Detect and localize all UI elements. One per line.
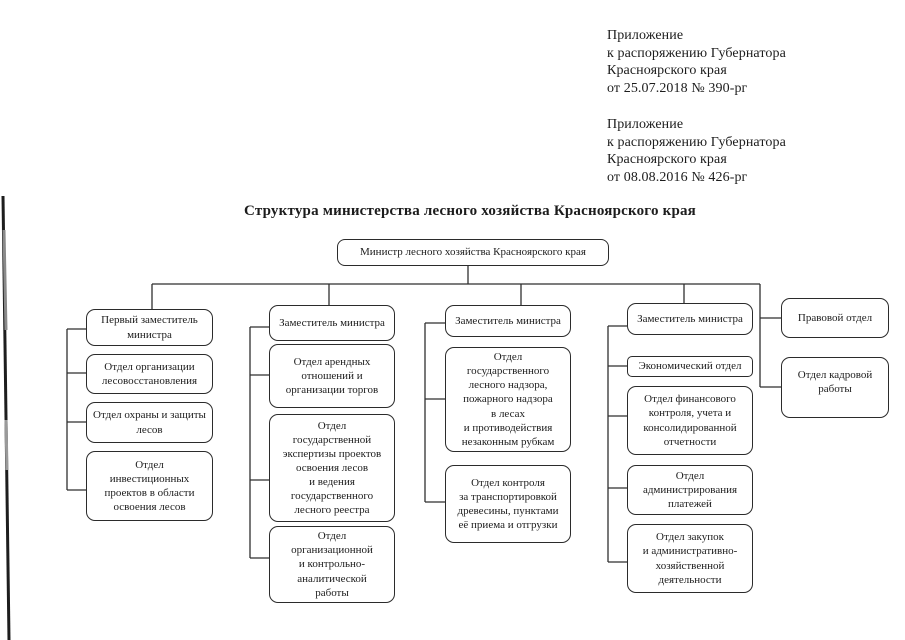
org-box-reforestation-dept: Отдел организации лесовосстановления [86,354,213,394]
org-box-label: Правовой отдел [797,311,873,324]
org-box-forest-supervision-dept: Отдел государственного лесного надзора, … [445,347,571,452]
org-box-label: Отдел организационной и контрольно- анал… [291,530,373,599]
org-box-label: Первый заместитель министра [101,314,198,341]
org-box-economic-dept: Экономический отдел [627,356,753,377]
org-box-label: Отдел администрирования платежей [642,469,738,511]
org-box-first-deputy-minister: Первый заместитель министра [86,309,213,346]
org-box-legal-dept: Правовой отдел [781,298,889,338]
org-box-label: Экономический отдел [638,360,742,373]
org-box-minister: Министр лесного хозяйства Красноярского … [337,239,609,266]
org-box-label: Отдел государственной экспертизы проекто… [282,419,382,517]
org-box-label: Отдел охраны и защиты лесов [93,409,206,436]
org-box-timber-transport-control-dept: Отдел контроля за транспортировкой древе… [445,465,571,543]
org-box-label: Отдел закупок и административно- хозяйст… [642,531,738,586]
org-box-label: Министр лесного хозяйства Красноярского … [360,246,586,259]
org-box-label: Отдел финансового контроля, учета и конс… [643,393,737,448]
org-box-label: Отдел организации лесовосстановления [101,360,198,387]
org-box-deputy-minister-3: Заместитель министра [445,305,571,337]
org-box-deputy-minister-2: Заместитель министра [269,305,395,341]
org-box-label: Отдел контроля за транспортировкой древе… [457,476,559,532]
org-box-state-expertise-dept: Отдел государственной экспертизы проекто… [269,414,395,522]
org-box-label: Отдел инвестиционных проектов в области … [104,458,195,514]
org-box-deputy-minister-4: Заместитель министра [627,303,753,335]
org-box-label: Отдел арендных отношений и организации т… [285,355,379,397]
org-box-procurement-dept: Отдел закупок и административно- хозяйст… [627,524,753,593]
org-box-label: Отдел государственного лесного надзора, … [461,351,555,448]
org-box-label: Заместитель министра [455,314,561,327]
appendix-reference-1: Приложение к распоряжению Губернатора Кр… [607,28,786,96]
org-box-label: Заместитель министра [279,316,385,329]
org-box-investment-projects-dept: Отдел инвестиционных проектов в области … [86,451,213,521]
org-box-label: Заместитель министра [637,312,743,325]
org-box-lease-relations-dept: Отдел арендных отношений и организации т… [269,344,395,408]
org-box-payments-administration-dept: Отдел администрирования платежей [627,465,753,515]
org-box-financial-control-dept: Отдел финансового контроля, учета и конс… [627,386,753,455]
org-box-organizational-control-dept: Отдел организационной и контрольно- анал… [269,526,395,603]
org-box-forest-protection-dept: Отдел охраны и защиты лесов [86,402,213,443]
page-title: Структура министерства лесного хозяйства… [244,203,696,219]
appendix-reference-2: Приложение к распоряжению Губернатора Кр… [607,117,786,185]
org-box-hr-dept: Отдел кадровой работы [781,357,889,418]
org-box-label: Отдел кадровой работы [797,369,873,396]
